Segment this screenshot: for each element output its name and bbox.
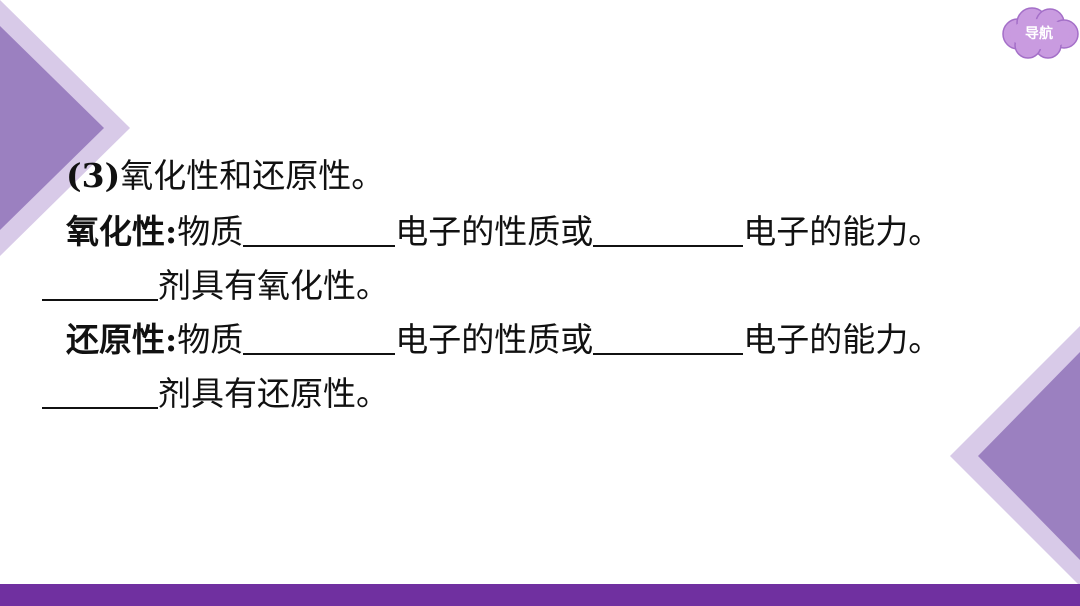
right-triangle-dark bbox=[978, 352, 1080, 560]
oxidizing-agent-blank bbox=[42, 269, 158, 301]
oxidizing-agent-text: 剂具有氧化性。 bbox=[158, 266, 389, 305]
oxidizing-text-3: 电子的能力。 bbox=[743, 212, 942, 251]
nav-button[interactable]: 导航 bbox=[996, 4, 1080, 62]
oxidizing-agent-line: 剂具有氧化性。 bbox=[42, 266, 389, 306]
oxidizing-term: 氧化性: bbox=[66, 212, 178, 251]
reducing-text-3: 电子的能力。 bbox=[743, 320, 942, 359]
reducing-term: 还原性: bbox=[66, 320, 178, 359]
reducing-blank-2 bbox=[593, 323, 744, 355]
reducing-agent-blank bbox=[42, 377, 158, 409]
reducing-line: 还原性:物质 电子的性质或 电子的能力。 bbox=[66, 320, 941, 360]
cloud-icon bbox=[1002, 7, 1079, 59]
reducing-text-2: 电子的性质或 bbox=[395, 320, 594, 359]
oxidizing-line: 氧化性:物质 电子的性质或 电子的能力。 bbox=[66, 212, 941, 252]
oxidizing-text-1: 物质 bbox=[177, 212, 244, 251]
reducing-text-1: 物质 bbox=[177, 320, 244, 359]
nav-label: 导航 bbox=[1025, 26, 1053, 42]
reducing-agent-text: 剂具有还原性。 bbox=[158, 374, 389, 413]
heading-line: (3)氧化性和还原性。 bbox=[66, 156, 384, 196]
heading-text: 氧化性和还原性。 bbox=[120, 156, 385, 195]
oxidizing-blank-2 bbox=[593, 215, 744, 247]
bottom-bar bbox=[0, 584, 1080, 606]
reducing-agent-line: 剂具有还原性。 bbox=[42, 374, 389, 414]
oxidizing-text-2: 电子的性质或 bbox=[395, 212, 594, 251]
heading-number: (3) bbox=[66, 156, 121, 195]
reducing-blank-1 bbox=[243, 323, 396, 355]
left-triangle-dark bbox=[0, 26, 104, 230]
oxidizing-blank-1 bbox=[243, 215, 396, 247]
